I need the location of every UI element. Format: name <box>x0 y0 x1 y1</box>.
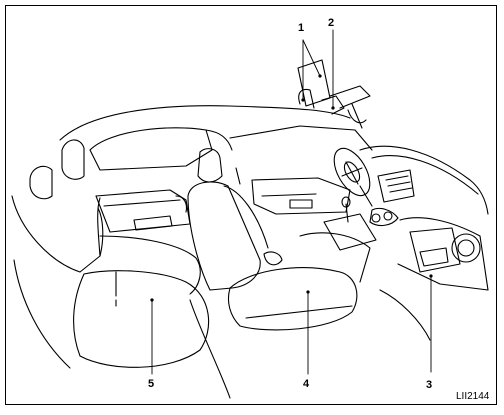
callout-2: 2 <box>328 17 335 29</box>
front-door-panel <box>251 177 351 215</box>
rear-door-panel <box>95 189 191 233</box>
floor-line <box>189 299 231 399</box>
center-console <box>299 196 377 283</box>
callout-4: 4 <box>303 378 310 390</box>
roof-outline <box>59 105 351 141</box>
dashboard <box>359 145 489 215</box>
windshield-frame <box>229 125 373 151</box>
glovebox-area <box>397 217 489 291</box>
callout-5: 5 <box>148 378 155 390</box>
callout-1: 1 <box>298 22 305 34</box>
front-seat <box>187 148 358 331</box>
figure-frame <box>5 5 497 405</box>
callout-dots <box>150 74 433 302</box>
figure-id-label: LII2144 <box>456 391 490 402</box>
rear-window <box>89 127 213 171</box>
rear-seat <box>11 139 210 369</box>
callout-3: 3 <box>426 379 433 391</box>
overhead-console <box>297 59 371 129</box>
steering-wheel <box>333 147 373 207</box>
leader-lines <box>151 29 432 375</box>
